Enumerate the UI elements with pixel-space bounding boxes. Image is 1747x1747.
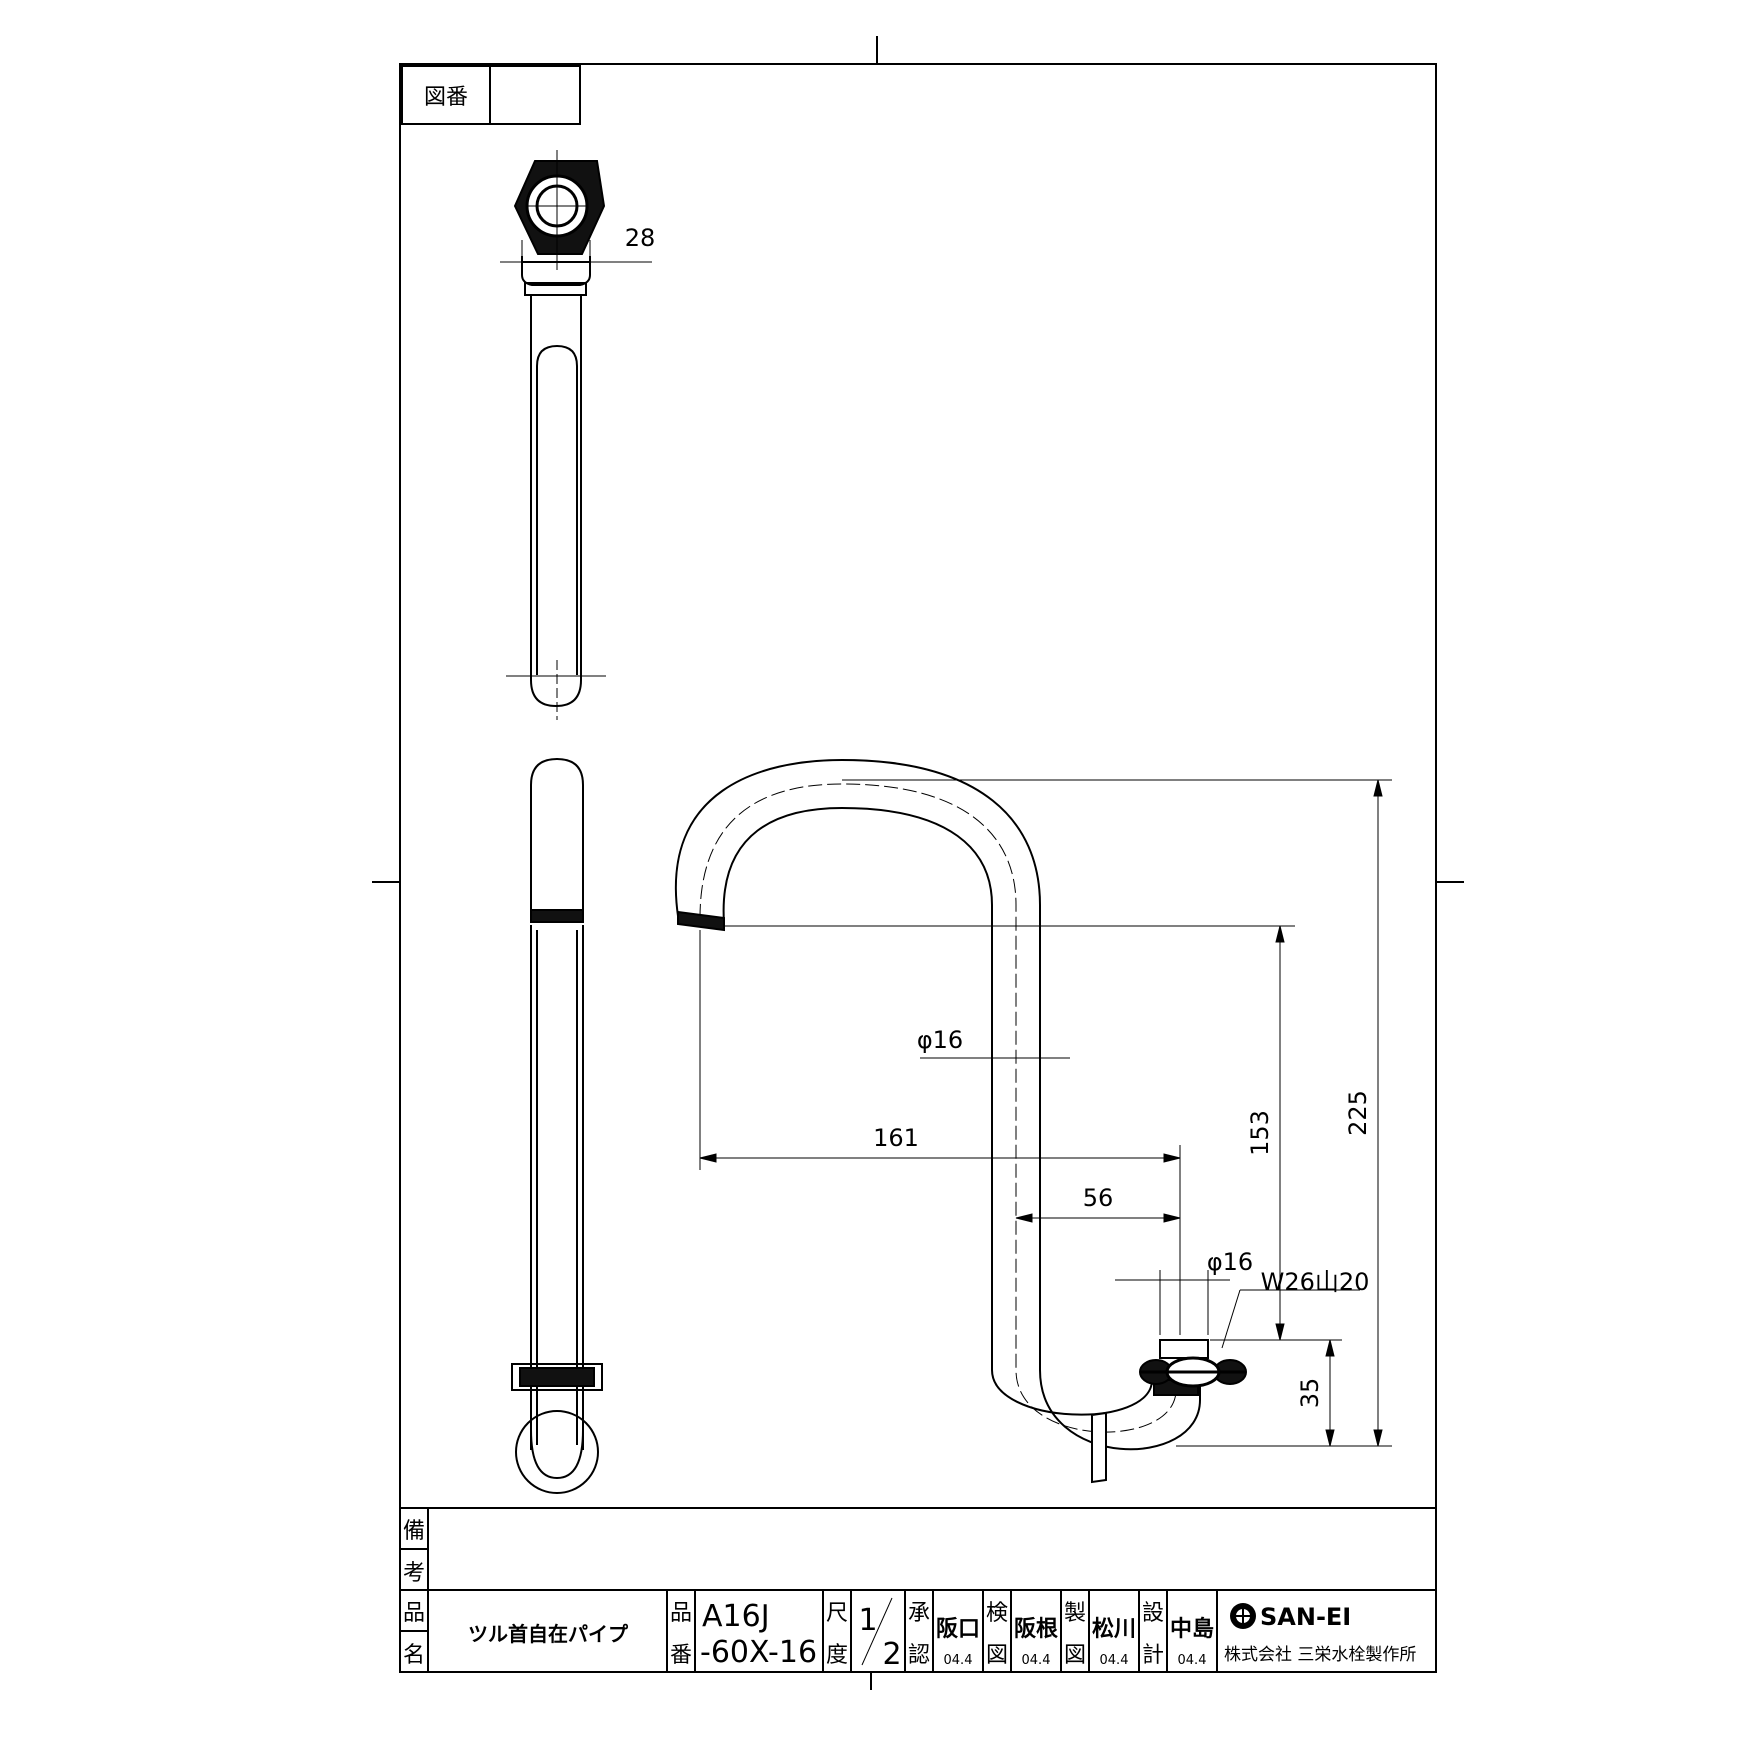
remarks-label-1: 備 — [403, 1519, 425, 1544]
remarks-label-2: 考 — [403, 1561, 425, 1586]
dim-offset: 56 — [1083, 1184, 1114, 1212]
dim-thread-spec: W26山20 — [1261, 1268, 1370, 1296]
drawing-number-label: 図番 — [424, 85, 468, 110]
design-name: 中島 — [1170, 1616, 1214, 1642]
check-date: 04.4 — [1022, 1653, 1051, 1668]
drawing-number-box: 図番 — [401, 65, 581, 125]
approve-label-1: 承 — [908, 1601, 930, 1626]
scale-label-2: 度 — [826, 1643, 848, 1668]
number-label-2: 番 — [670, 1643, 692, 1668]
check-label-2: 図 — [986, 1643, 1008, 1668]
approve-name: 阪口 — [936, 1617, 980, 1642]
dim-horizontal-reach: 161 — [873, 1124, 919, 1152]
dim-pipe-diameter-upper: φ16 — [917, 1026, 963, 1054]
name-label-2: 名 — [403, 1643, 425, 1668]
brand-logo-icon — [1230, 1603, 1256, 1629]
company-name: 株式会社 三栄水栓製作所 — [1224, 1645, 1416, 1665]
dim-spout-drop: 153 — [1246, 1110, 1274, 1156]
dim-pipe-diameter-lower: φ16 — [1207, 1248, 1253, 1276]
name-label-1: 品 — [403, 1601, 425, 1626]
approve-label-2: 認 — [908, 1643, 930, 1668]
dim-base-height: 35 — [1296, 1378, 1324, 1409]
top-view — [500, 150, 652, 720]
title-block-text: 備 考 品 名 ツル首自在パイプ 品 番 A16J -60X-16 尺 度 1 … — [403, 1519, 1416, 1672]
draft-date: 04.4 — [1100, 1653, 1129, 1668]
product-name: ツル首自在パイプ — [468, 1622, 629, 1646]
check-label-1: 検 — [986, 1601, 1008, 1626]
brand-name: SAN-EI — [1260, 1603, 1351, 1631]
title-block — [400, 1507, 1436, 1672]
scale-label-1: 尺 — [826, 1601, 848, 1626]
part-number-line1: A16J — [702, 1599, 770, 1634]
draft-label-1: 製 — [1064, 1601, 1086, 1626]
number-label-1: 品 — [670, 1601, 692, 1626]
design-date: 04.4 — [1178, 1653, 1207, 1668]
side-view — [511, 757, 603, 1494]
draft-name: 松川 — [1092, 1617, 1136, 1642]
design-label-1: 設 — [1142, 1601, 1164, 1626]
dim-hex-width: 28 — [625, 224, 656, 252]
draft-label-2: 図 — [1064, 1643, 1086, 1668]
scale-denominator: 2 — [882, 1637, 901, 1672]
part-number-line2: -60X-16 — [700, 1635, 817, 1670]
front-view-spout — [675, 758, 1247, 1484]
check-name: 阪根 — [1014, 1617, 1058, 1642]
design-label-2: 計 — [1142, 1643, 1164, 1668]
approve-date: 04.4 — [944, 1653, 973, 1668]
sheet-frame — [372, 36, 1464, 1690]
dim-overall-height: 225 — [1344, 1090, 1372, 1136]
front-view-dimension-lines — [699, 779, 1392, 1447]
scale-numerator: 1 — [858, 1603, 877, 1638]
